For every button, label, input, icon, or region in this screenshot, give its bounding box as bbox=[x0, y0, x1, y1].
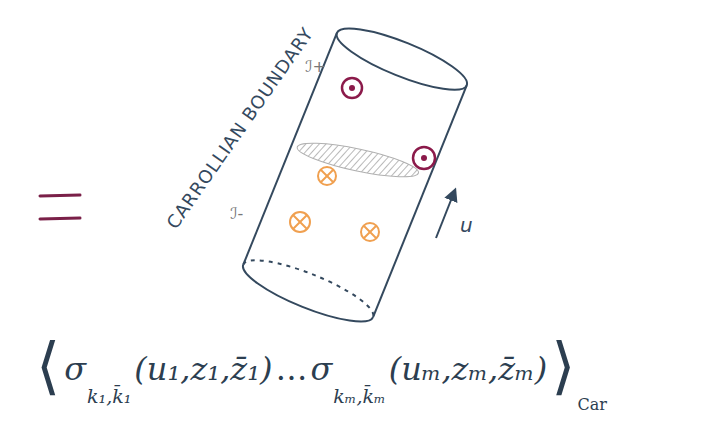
scri-plus: ℐ+ bbox=[305, 58, 326, 76]
weight-subscript: kₘ,k̄ₘ bbox=[333, 386, 385, 407]
incoming-symbols bbox=[290, 167, 379, 241]
weight-subscript: k₁,k̄₁ bbox=[87, 386, 131, 407]
outgoing-dots bbox=[349, 85, 427, 161]
equals-sign bbox=[40, 195, 80, 219]
field-arguments: (u₁,z₁,z̄₁) bbox=[134, 352, 272, 387]
cut-surface bbox=[295, 136, 421, 183]
field-arguments: (uₘ,zₘ,z̄ₘ) bbox=[389, 352, 548, 387]
time-arrow bbox=[436, 190, 455, 238]
time-label: u bbox=[460, 214, 473, 236]
scri-minus: ℐ- bbox=[230, 205, 243, 223]
boundary-title: CARROLLIAN BOUNDARY bbox=[163, 24, 317, 233]
field-symbol: σ bbox=[64, 352, 86, 387]
correlator-subscript: Car bbox=[577, 396, 606, 414]
field-symbol: σ bbox=[310, 352, 332, 387]
angle-bracket: ⟨ bbox=[36, 332, 60, 400]
angle-bracket: ⟩ bbox=[551, 332, 575, 400]
outgoing-symbols bbox=[342, 78, 435, 169]
ellipsis: … bbox=[275, 352, 307, 387]
